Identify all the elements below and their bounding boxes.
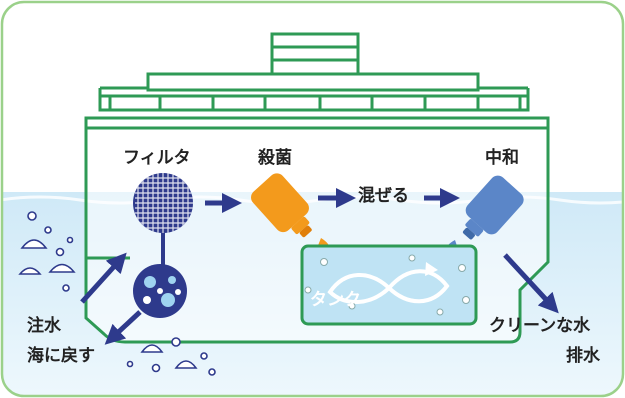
sterilize-label: 殺菌	[258, 148, 292, 168]
mixing-loop-icon	[327, 269, 450, 305]
mix-label: 混ぜる	[358, 186, 409, 206]
return-sea-label: 海に戻す	[27, 346, 95, 366]
clean-water-label: クリーンな水	[489, 316, 591, 336]
sterilizer-bottle-icon	[251, 173, 312, 238]
intake-chamber	[133, 264, 187, 318]
arrow-intake	[80, 252, 127, 304]
superstructure	[98, 32, 530, 112]
neutralize-label: 中和	[485, 148, 519, 168]
arrow-discharge	[503, 253, 559, 314]
tank-label: タンク	[310, 290, 361, 310]
tank	[300, 244, 478, 326]
shell-icon	[18, 239, 198, 369]
flow-arrows	[80, 188, 559, 345]
intake-label: 注水	[27, 316, 61, 336]
neutralizer-bottle-icon	[462, 175, 524, 240]
arrow-return-to-sea	[104, 310, 142, 345]
filter-label: フィルタ	[123, 148, 191, 168]
bubble-icon	[27, 211, 216, 376]
discharge-label: 排水	[566, 346, 600, 366]
